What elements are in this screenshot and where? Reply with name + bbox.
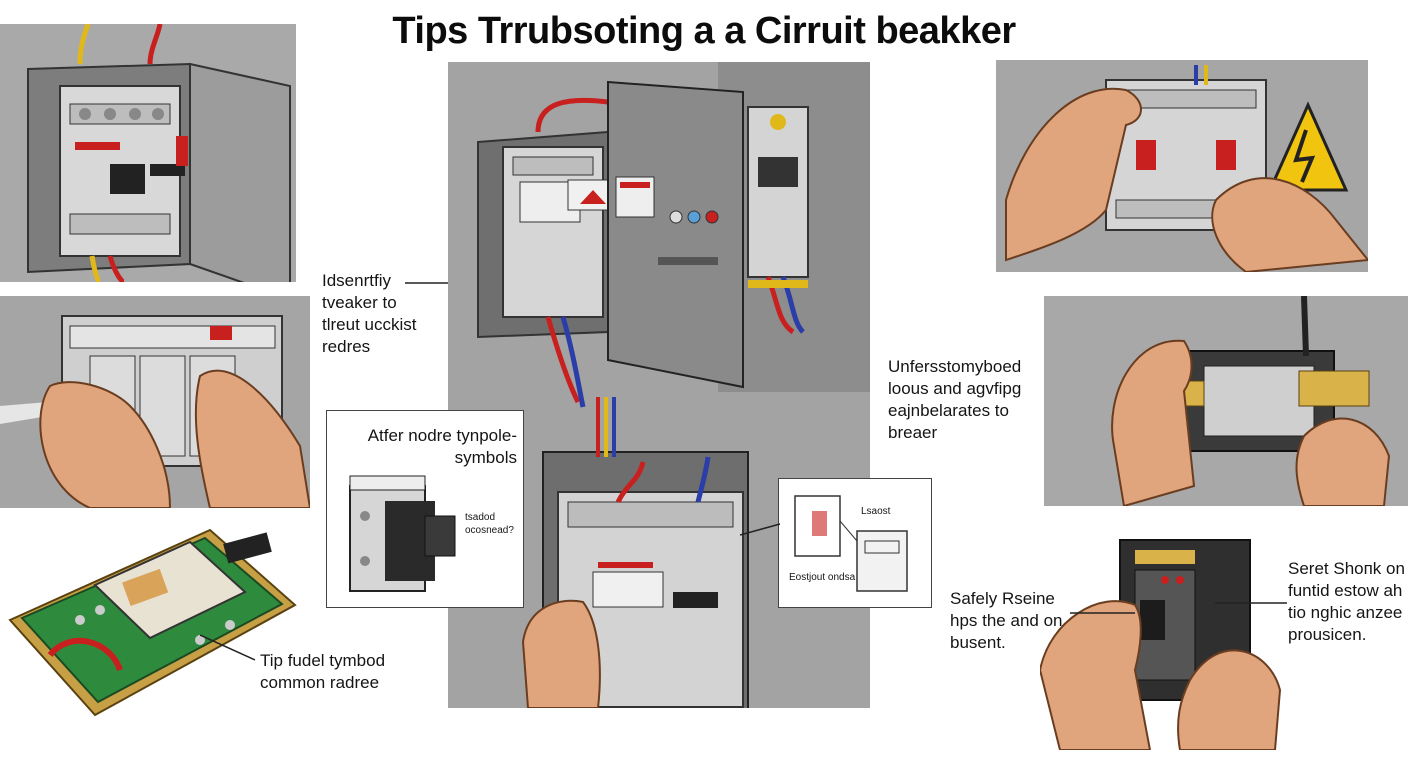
- caption-understand: Unfersstomybоed loous and agvfipg eajnbe…: [888, 357, 1022, 442]
- caption-tip-fuel: Tip fudel tymbod common radree: [260, 651, 386, 692]
- page-title: Tips Trrubsoting a a Cirruit beakker: [392, 10, 1016, 52]
- pointer-line-safely: [1070, 612, 1135, 614]
- pcb-illustration: [0, 520, 310, 720]
- caption-schematic-top: Lsaost: [861, 506, 891, 517]
- caption-schematic-bottom: Eostjout ondsa: [789, 572, 856, 583]
- caption-after-node-small: tsadod ocosnead?: [465, 512, 514, 536]
- info-box-after-node: Atfer nodre tynpole- symbols tsadod ocos…: [326, 410, 524, 608]
- center-breaker-illustration: [448, 62, 870, 708]
- panel-center-breaker-door: [448, 62, 870, 708]
- caption-identify: Idsenrtfiy tveaker to tlreut ucckist red…: [322, 271, 417, 356]
- warning-breakers-illustration: [996, 60, 1368, 272]
- panel-warning-breakers: [996, 60, 1368, 272]
- info-box-schematic: Lsaost Eostjout ondsa: [778, 478, 932, 608]
- caption-after-node: Atfer nodre tynpole- symbols: [367, 426, 517, 467]
- pointer-line-reset: [1215, 602, 1287, 604]
- caption-safely: Safely Rseine hps the and on busent.: [950, 589, 1063, 652]
- panel-breaker-box: [0, 24, 296, 282]
- hands-module-illustration: [1044, 296, 1408, 506]
- pointer-line-tip: [200, 634, 256, 661]
- schematic-illustration: [794, 495, 908, 592]
- panel-hands-module: [1044, 296, 1408, 506]
- caption-reset: Seret Shoпk on funtid estow ah tio nghic…: [1288, 559, 1405, 644]
- hands-breaker-illustration: [0, 296, 310, 508]
- breaker-module-illustration: [349, 475, 456, 592]
- panel-hands-breaker-row: [0, 296, 310, 508]
- breaker-box-illustration: [0, 24, 296, 282]
- pointer-line-schematic: [740, 523, 781, 536]
- hands-holding-module-illustration: [1040, 520, 1290, 750]
